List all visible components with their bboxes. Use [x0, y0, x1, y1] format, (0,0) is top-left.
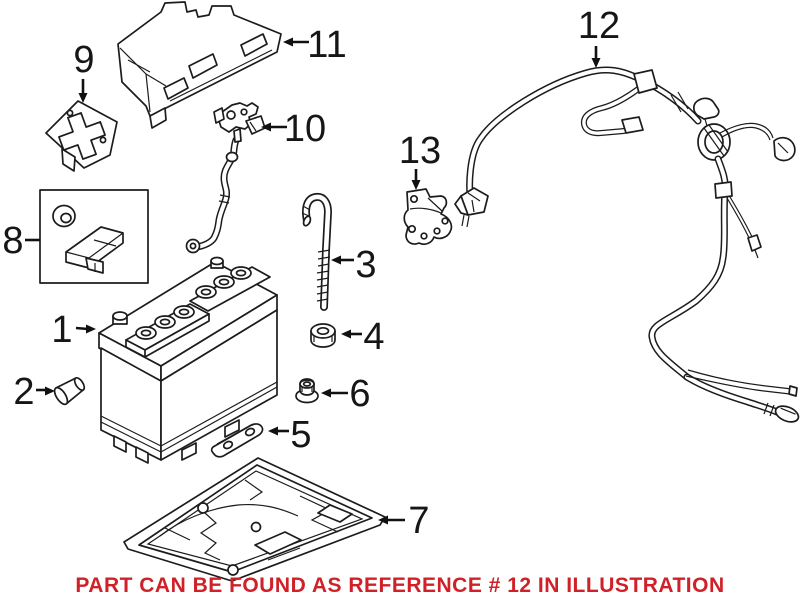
callout-5: 5 — [268, 414, 312, 456]
part-4-nut — [310, 323, 336, 348]
callout-13-number: 13 — [399, 130, 441, 172]
part-3-j-bolt — [301, 192, 332, 311]
reference-caption: PART CAN BE FOUND AS REFERENCE # 12 IN I… — [75, 574, 724, 597]
callout-10: 10 — [261, 108, 326, 150]
callout-11: 11 — [283, 24, 347, 66]
callout-7: 7 — [378, 500, 430, 542]
callout-6-number: 6 — [349, 373, 370, 415]
part-2-bolt — [53, 376, 86, 406]
part-13-bracket — [403, 188, 453, 246]
callout-13: 13 — [399, 130, 441, 190]
callout-3-number: 3 — [355, 244, 376, 286]
part-11-battery-cover — [117, 1, 282, 129]
callout-2-number: 2 — [13, 371, 34, 413]
callout-9-number: 9 — [73, 39, 94, 81]
callout-12-number: 12 — [578, 5, 620, 47]
part-1-battery — [98, 256, 278, 464]
callout-12: 12 — [578, 5, 620, 68]
callout-3: 3 — [331, 244, 377, 286]
part-12-wiring-harness — [454, 66, 800, 423]
callout-4: 4 — [341, 316, 385, 358]
callout-1-number: 1 — [51, 309, 72, 351]
callout-4-number: 4 — [363, 316, 384, 358]
callout-11-number: 11 — [307, 24, 346, 66]
callout-6: 6 — [321, 373, 371, 415]
callout-9: 9 — [73, 39, 95, 103]
callout-1: 1 — [51, 309, 96, 351]
callout-10-number: 10 — [284, 108, 326, 150]
part-5-clamp-bracket — [210, 423, 264, 458]
part-6-nut — [295, 378, 319, 404]
part-9-bracket — [45, 100, 118, 172]
callout-7-number: 7 — [408, 500, 429, 542]
part-10-battery-cable — [185, 102, 266, 254]
callout-8-number: 8 — [2, 220, 23, 262]
callout-5-number: 5 — [290, 414, 311, 456]
part-7-battery-tray — [123, 457, 386, 582]
part-8-hold-down-kit — [39, 189, 149, 284]
callout-2: 2 — [13, 371, 55, 413]
callout-8: 8 — [2, 220, 40, 262]
